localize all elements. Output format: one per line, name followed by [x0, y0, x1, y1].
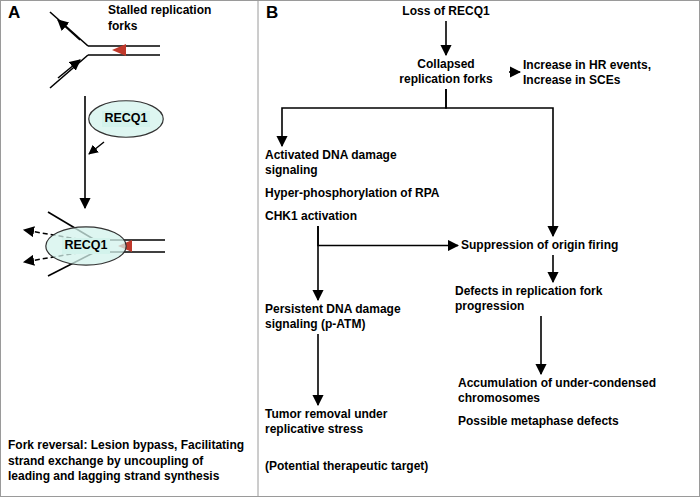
lesion-marker — [112, 44, 126, 56]
reversed-fork — [24, 212, 165, 276]
flow-step: Activated DNA damage signalingHyper-phos… — [262, 146, 450, 226]
flow-step: Tumor removal under replicative stress (P… — [262, 405, 442, 476]
step-text: Suppression of origin firing — [461, 238, 645, 253]
flow-step: Suppression of origin firing — [458, 236, 648, 255]
step-text: Persistent DNA damage signaling (p-ATM) — [265, 302, 424, 332]
flow-arrow — [282, 89, 446, 146]
note-text: Fork reversal: Lesion bypass, Facilitati… — [8, 438, 248, 485]
flow-arrow — [445, 21, 447, 55]
step-text: Accumulation of under-condensed chromoso… — [458, 376, 667, 406]
action-arrow — [89, 142, 104, 154]
enzyme-ellipse: RECQ1 — [88, 100, 164, 138]
flow-arrow — [446, 89, 553, 236]
note-text: Stalled replication forks — [108, 3, 220, 34]
step-text: Loss of RECQ1 — [391, 4, 501, 19]
step-text: Tumor removal under replicative stress — [265, 407, 439, 437]
step-text: Activated DNA damage signaling — [265, 148, 447, 178]
step-text: Collapsed replication forks — [386, 57, 506, 87]
flow-step: Increase in HR events, Increase in SCEs — [520, 56, 672, 90]
transition-arrow — [84, 96, 86, 208]
step-text: Defects in replication fork progression — [455, 284, 627, 314]
step-text: RECQ1 — [62, 238, 109, 254]
enzyme-ellipse: RECQ1 — [45, 226, 127, 266]
flow-arrow — [540, 316, 542, 374]
stalled-fork — [50, 12, 160, 88]
flow-arrow — [317, 334, 319, 405]
step-text: (Potential therapeutic target) — [265, 459, 439, 474]
flow-arrow — [552, 255, 554, 282]
step-text: Increase in HR events, Increase in SCEs — [523, 58, 669, 88]
panel-letter: A — [8, 2, 38, 24]
flow-arrow — [509, 71, 520, 73]
step-text: CHK1 activation — [265, 209, 447, 224]
panel-letter: B — [266, 2, 296, 24]
flow-step: Collapsed replication forks — [383, 55, 509, 89]
step-text: Hyper-phosphorylation of RPA — [265, 186, 447, 201]
flow-arrow — [318, 226, 458, 246]
flow-arrow — [317, 226, 319, 300]
flow-step: Accumulation of under-condensed chromoso… — [455, 374, 670, 431]
flow-step: Loss of RECQ1 — [388, 2, 504, 21]
flow-step: Persistent DNA damage signaling (p-ATM) — [262, 300, 427, 334]
flow-step: Defects in replication fork progression — [452, 282, 630, 316]
step-text: Possible metaphase defects — [458, 414, 667, 429]
step-text: RECQ1 — [102, 111, 149, 127]
panel-divider — [258, 0, 259, 497]
